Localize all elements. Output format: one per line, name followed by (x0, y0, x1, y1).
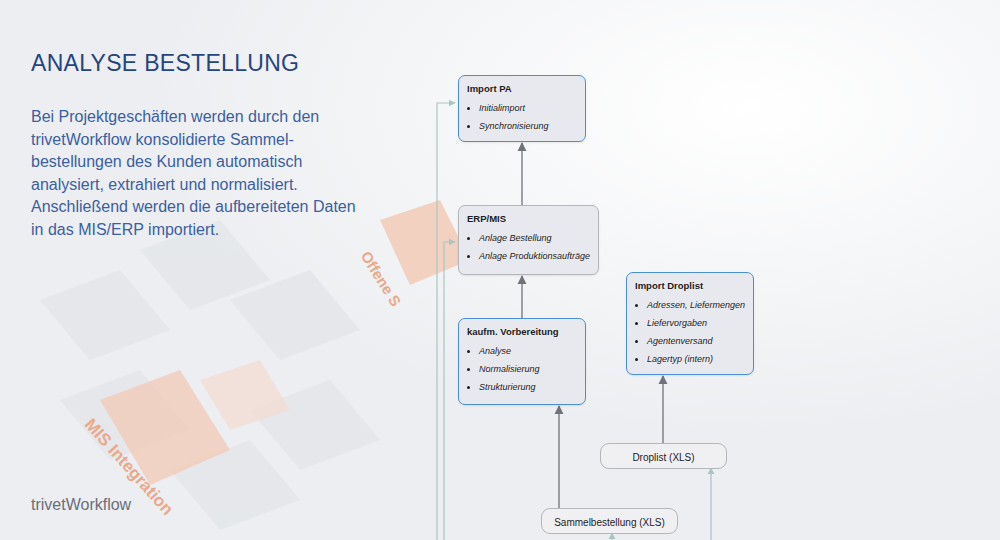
bullet-item: Normalisierung (479, 360, 577, 378)
box-heading: Import Droplist (635, 280, 745, 291)
box-heading: kaufm. Vorbereitung (467, 326, 577, 337)
body-text: Bei Projektgeschäften werden durch den t… (31, 106, 371, 241)
process-box: Import PA InitialimportSynchronisierung (458, 75, 586, 142)
flow-arrow (558, 406, 559, 508)
bullet-item: Initialimport (479, 99, 577, 117)
file-name: Droplist (XLS) (632, 452, 694, 463)
flow-arrow (521, 143, 522, 205)
bullet-item: Liefervorgaben (647, 314, 745, 332)
process-box: kaufm. VorbereitungAnalyseNormalisierung… (458, 318, 586, 405)
bullet-item: Anlage Bestellung (479, 229, 590, 247)
bullet-list: AnalyseNormalisierungStrukturierung (467, 342, 577, 396)
slide-title: ANALYSE BESTELLUNG (31, 50, 299, 77)
bullet-item: Agentenversand (647, 332, 745, 350)
flow-arrow (521, 276, 522, 318)
flow-arrow (662, 376, 663, 443)
bullet-list: Adressen, LiefermengenLiefervorgabenAgen… (635, 296, 745, 368)
footer-logo: trivetWorkflow (31, 496, 131, 514)
bullet-item: Analyse (479, 342, 577, 360)
process-box: ERP/MIS Anlage BestellungAnlage Produktio… (458, 205, 599, 275)
bullet-item: Anlage Produktionsaufträge (479, 247, 590, 265)
box-heading: Import PA (467, 83, 577, 94)
process-box: Import DroplistAdressen, LiefermengenLie… (626, 272, 754, 375)
file-pill: Droplist (XLS) (600, 443, 727, 469)
bullet-list: Anlage BestellungAnlage Produktionsauftr… (467, 229, 590, 265)
file-name: Sammelbestellung (XLS) (554, 517, 665, 528)
bullet-item: Strukturierung (479, 378, 577, 396)
bullet-item: Synchronisierung (479, 117, 577, 135)
bullet-item: Lagertyp (intern) (647, 350, 745, 368)
box-heading: ERP/MIS (467, 213, 590, 224)
bullet-list: InitialimportSynchronisierung (467, 99, 577, 135)
bullet-item: Adressen, Liefermengen (647, 296, 745, 314)
file-pill: Sammelbestellung (XLS) (541, 508, 678, 534)
